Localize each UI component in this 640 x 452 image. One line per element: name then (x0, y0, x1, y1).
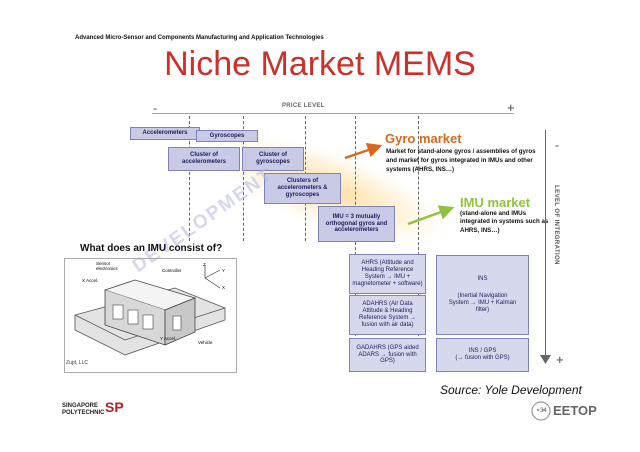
box-imu: IMU = 3 mutually orthogonal gyros and ac… (318, 206, 395, 242)
price-axis-line (152, 113, 514, 114)
ins-gps-title: INS / GPS (468, 348, 497, 355)
box-adahrs: ADAHRS (Air Data Attitude & Heading Refe… (349, 295, 426, 335)
wechat-icon (531, 401, 551, 421)
box-gyroscopes: Gyroscopes (196, 130, 258, 142)
box-ins: INS (Inertial Navigation System → IMU + … (436, 255, 529, 335)
imu-illustration-frame (64, 258, 237, 373)
guide-line (243, 116, 244, 241)
box-clusters-both: Clusters of accelerometers & gyroscopes (264, 173, 341, 204)
integration-axis-label: LEVEL OF INTEGRATION (553, 185, 559, 265)
logo-mark: SP (105, 399, 124, 415)
integration-axis-line (545, 130, 546, 360)
source-note: Source: Yole Development (440, 383, 582, 397)
imu-heading: What does an IMU consist of? (80, 243, 223, 254)
logo-text: SINGAPORE POLYTECHNIC (62, 403, 105, 416)
price-plus: + (507, 100, 515, 115)
slide-header: Advanced Micro-Sensor and Components Man… (75, 35, 324, 41)
imu-label-yaccel: Y Accel. (160, 336, 177, 341)
box-gadahrs: GADAHRS (GPS aided ADARS → fusion with G… (349, 338, 426, 372)
imu-market-desc: (stand-alone and IMUs integrated in syst… (460, 210, 549, 234)
integration-plus: + (556, 352, 564, 367)
guide-line (189, 116, 190, 241)
imu-label-controller: Controller (162, 268, 182, 273)
integration-minus: - (555, 138, 559, 152)
imu-label-z: Z (203, 262, 206, 267)
imu-label-y: Y (222, 268, 226, 273)
integration-arrow-head (540, 355, 551, 364)
box-accelerometers: Accelerometers (130, 127, 200, 140)
guide-line (418, 116, 419, 356)
imu-credit: Zupt, LLC (66, 360, 88, 366)
slide-title: Niche Market MEMS (164, 45, 476, 83)
gyro-market-title: Gyro market (385, 131, 462, 146)
box-ins-gps: INS / GPS (→ fusion with GPS) (436, 338, 529, 372)
gyro-market-desc: Market for stand-alone gyros / assemblie… (386, 148, 536, 173)
box-cluster-gyroscopes: Cluster of gyroscopes (242, 147, 304, 171)
market-arrows (344, 142, 455, 226)
ins-gps-desc: (→ fusion with GPS) (455, 355, 510, 361)
imu-label-vehicle: Vehicle (198, 340, 213, 345)
imu-illustration (74, 265, 226, 356)
imu-label-x: X (222, 285, 226, 290)
box-cluster-accelerometers: Cluster of accelerometers (168, 147, 240, 171)
price-axis-label: PRICE LEVEL (282, 103, 325, 109)
ins-desc: (Inertial Navigation System → IMU + Kalm… (448, 293, 517, 313)
ins-title: INS (477, 276, 488, 283)
imu-label-xaccel: X Accel. (82, 278, 99, 283)
price-minus: - (153, 101, 157, 115)
imu-label-sensor: Sensor electronics (96, 261, 118, 271)
box-ahrs: AHRS (Attitude and Heading Reference Sys… (349, 254, 426, 294)
imu-market-title: IMU market (460, 195, 531, 210)
brand-eetop: EETOP (553, 403, 597, 418)
